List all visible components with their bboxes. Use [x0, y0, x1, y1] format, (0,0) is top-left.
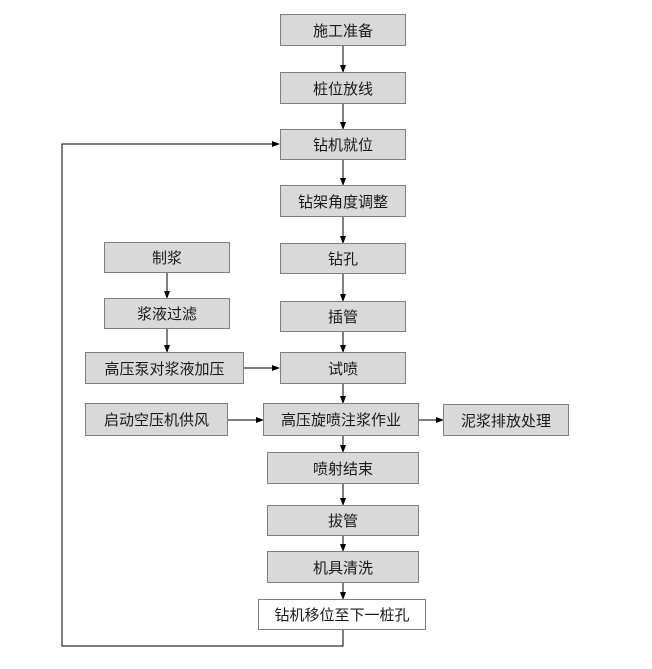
step-prep: 施工准备 — [280, 14, 406, 46]
step-move-next: 钻机移位至下一桩孔 — [258, 599, 426, 630]
step-pull-pipe: 拔管 — [267, 505, 419, 536]
mud-disposal-box: 泥浆排放处理 — [443, 404, 569, 436]
step-spray-end: 喷射结束 — [267, 452, 419, 484]
grout-filter: 浆液过滤 — [104, 298, 230, 329]
air-supply-box: 启动空压机供风 — [85, 403, 228, 436]
step-rig-angle: 钻架角度调整 — [280, 185, 406, 217]
step-clean: 机具清洗 — [267, 551, 419, 583]
step-drill: 钻孔 — [280, 243, 406, 274]
step-rig-position: 钻机就位 — [280, 129, 406, 160]
grout-make-slurry: 制浆 — [104, 242, 230, 273]
step-layout: 桩位放线 — [280, 72, 406, 104]
grout-pressurize: 高压泵对浆液加压 — [85, 352, 244, 384]
step-insert-pipe: 插管 — [280, 301, 406, 332]
step-grouting: 高压旋喷注浆作业 — [263, 403, 419, 436]
step-trial-spray: 试喷 — [280, 352, 406, 384]
loop-back-to-rig — [61, 141, 344, 647]
